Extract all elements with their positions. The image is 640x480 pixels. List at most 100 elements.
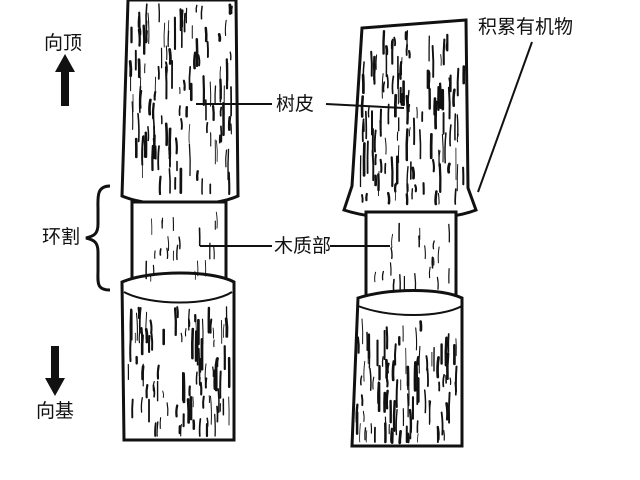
texture-stroke: [386, 191, 391, 205]
texture-stroke: [386, 74, 389, 89]
texture-stroke: [223, 324, 225, 338]
texture-stroke: [411, 166, 416, 180]
texture-stroke: [446, 352, 450, 380]
texture-stroke: [229, 51, 232, 61]
texture-stroke: [438, 82, 442, 110]
texture-stroke: [197, 54, 201, 67]
texture-stroke: [156, 364, 160, 380]
texture-stroke: [140, 397, 143, 413]
texture-stroke: [180, 424, 182, 437]
accumulated-organic-label: 积累有机物: [478, 16, 574, 38]
right-stem: [342, 18, 478, 448]
texture-stroke: [137, 112, 140, 143]
texture-stroke: [408, 127, 411, 137]
texture-stroke: [149, 319, 153, 335]
texture-stroke: [389, 262, 392, 276]
texture-stroke: [372, 376, 375, 390]
texture-stroke: [400, 92, 404, 106]
texture-stroke: [165, 45, 168, 61]
texture-stroke: [416, 355, 420, 366]
texture-stroke: [385, 389, 389, 410]
texture-stroke: [408, 408, 413, 434]
texture-stroke: [415, 327, 418, 351]
texture-stroke: [174, 137, 178, 155]
left-xylem-texture: [145, 211, 218, 282]
texture-stroke: [442, 374, 445, 388]
texture-stroke: [219, 66, 222, 80]
texture-stroke: [128, 60, 133, 78]
texture-stroke: [405, 94, 409, 125]
texture-stroke: [206, 417, 209, 427]
texture-stroke: [367, 105, 370, 118]
texture-stroke: [408, 50, 411, 59]
texture-stroke: [437, 246, 440, 264]
texture-stroke: [196, 338, 199, 366]
texture-stroke: [373, 129, 377, 153]
texture-stroke: [368, 338, 371, 369]
texture-stroke: [156, 421, 159, 437]
texture-stroke: [423, 389, 427, 414]
texture-stroke: [202, 395, 205, 409]
texture-stroke: [148, 98, 152, 116]
right-xylem: [364, 210, 458, 304]
texture-stroke: [443, 430, 445, 441]
texture-stroke: [444, 336, 448, 367]
texture-stroke: [414, 273, 417, 293]
texture-stroke: [397, 73, 400, 105]
texture-stroke: [391, 360, 396, 382]
texture-stroke: [168, 168, 171, 194]
texture-stroke: [393, 182, 398, 193]
bark-leader-line-right: [325, 103, 405, 109]
texture-stroke: [370, 50, 373, 77]
texture-stroke: [374, 153, 377, 166]
texture-stroke: [444, 132, 447, 164]
texture-stroke: [440, 54, 442, 66]
texture-stroke: [186, 398, 191, 424]
texture-stroke: [398, 429, 402, 445]
texture-stroke: [217, 388, 220, 413]
texture-stroke: [163, 22, 166, 48]
organic-leader-line: [477, 41, 533, 193]
texture-stroke: [213, 246, 215, 260]
texture-stroke: [168, 48, 172, 65]
texture-stroke: [219, 106, 223, 117]
texture-stroke: [178, 236, 181, 250]
texture-stroke: [180, 332, 183, 343]
texture-stroke: [436, 276, 439, 290]
texture-stroke: [158, 175, 162, 196]
texture-stroke: [150, 332, 154, 351]
texture-stroke: [391, 75, 395, 95]
texture-stroke: [175, 404, 179, 418]
texture-stroke: [201, 318, 204, 345]
texture-stroke: [440, 411, 444, 436]
texture-stroke: [361, 194, 364, 203]
texture-stroke: [200, 5, 203, 20]
girdling-brace: [85, 184, 111, 292]
texture-stroke: [216, 140, 218, 162]
right-xylem-texture: [374, 222, 451, 293]
texture-stroke: [456, 114, 459, 137]
texture-stroke: [448, 77, 451, 88]
texture-stroke: [456, 67, 460, 97]
texture-stroke: [157, 145, 160, 171]
texture-stroke: [188, 65, 192, 91]
texture-stroke: [359, 423, 361, 443]
texture-stroke: [188, 318, 191, 328]
texture-stroke: [198, 418, 202, 437]
texture-stroke: [448, 223, 451, 243]
texture-stroke: [211, 105, 215, 122]
texture-stroke: [418, 345, 421, 374]
texture-stroke: [180, 118, 183, 130]
texture-stroke: [437, 192, 440, 205]
texture-stroke: [365, 430, 368, 443]
texture-stroke: [431, 158, 435, 173]
texture-stroke: [225, 149, 228, 168]
texture-stroke: [188, 143, 191, 177]
texture-stroke: [405, 43, 408, 56]
texture-stroke: [212, 327, 215, 339]
texture-stroke: [362, 61, 365, 91]
texture-stroke: [143, 135, 146, 158]
texture-stroke: [195, 318, 197, 349]
texture-stroke: [167, 236, 170, 251]
